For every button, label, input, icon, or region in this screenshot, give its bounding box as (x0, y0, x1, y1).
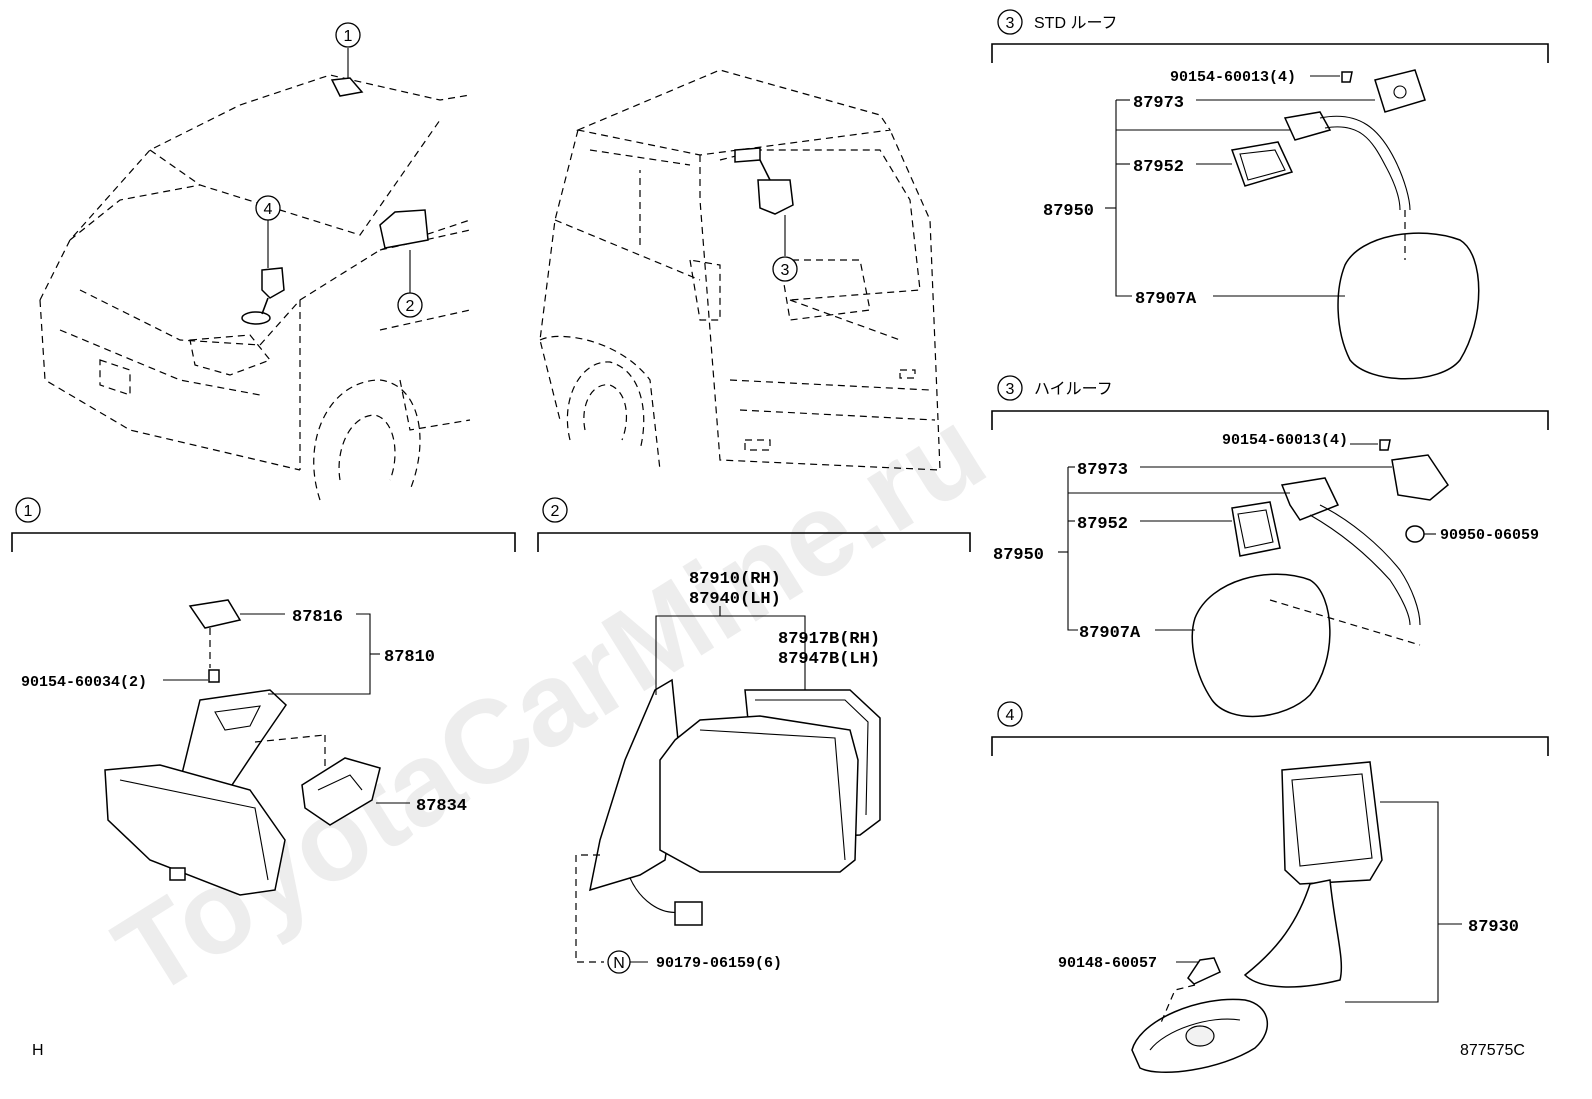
overview-callout-4: 4 (255, 195, 281, 268)
87834-cover-part (301, 757, 381, 826)
front-vehicle-illustration (39, 74, 471, 501)
section-3-std-title: STD ルーフ (1034, 15, 1118, 32)
section-1-number: 1 (24, 503, 33, 520)
87930-mirror-head (1281, 761, 1383, 885)
screw-90154-60013-high (1379, 439, 1391, 451)
part-87973-std: 87973 (1133, 94, 1184, 113)
part-87952-std: 87952 (1133, 158, 1184, 177)
section-4-number: 4 (1006, 707, 1015, 724)
87952-gasket-high (1231, 501, 1281, 557)
part-87952-high: 87952 (1077, 515, 1128, 534)
87952-gasket (1230, 141, 1294, 187)
87907A-mirror-head (1337, 232, 1480, 380)
section-3-std-number: 3 (1006, 15, 1015, 32)
mirror-arm-bracket-high (1280, 477, 1340, 521)
overview-callout-3: 3 (772, 215, 798, 282)
part-87930: 87930 (1468, 918, 1519, 937)
screw-90154-60013 (1341, 71, 1353, 83)
part-87810: 87810 (384, 648, 435, 667)
87973-cover-high (1391, 454, 1449, 501)
part-87907A-high: 87907A (1079, 624, 1141, 643)
section-1: 1 87816 87810 90154-60034(2) 87834 (11, 497, 516, 896)
svg-text:3: 3 (781, 262, 790, 279)
section-4: 4 87930 90148-60057 (991, 701, 1549, 1073)
part-87917B: 87917B(RH) (778, 630, 880, 649)
mirror-base (589, 678, 681, 892)
screw-90148-60057 (1187, 957, 1221, 985)
mirror-housing-87910 (659, 715, 859, 873)
87973-cover (1374, 69, 1426, 113)
part-90148-60057: 90148-60057 (1058, 955, 1157, 972)
87930-mirror-stem (1243, 879, 1343, 988)
svg-text:1: 1 (344, 28, 353, 45)
part-87907A-std: 87907A (1135, 290, 1197, 309)
part-90154-60034: 90154-60034(2) (21, 674, 147, 691)
part-87973-high: 87973 (1077, 461, 1128, 480)
section-2: 2 N 87910(RH) 87940(LH) 87917B(RH) 87947… (537, 497, 971, 974)
90950-grommet (1405, 525, 1425, 543)
part-90950-06059: 90950-06059 (1440, 527, 1539, 544)
part-87950-high: 87950 (993, 546, 1044, 565)
section-2-number: 2 (551, 503, 560, 520)
part-90154-60013-high: 90154-60013(4) (1222, 432, 1348, 449)
part-87834: 87834 (416, 797, 467, 816)
inner-mirror-body (104, 764, 286, 896)
87907A-mirror-head-high (1191, 573, 1331, 718)
part-87940: 87940(LH) (689, 590, 781, 609)
drawing-id: 877575C (1460, 1042, 1525, 1059)
part-87950-std: 87950 (1043, 202, 1094, 221)
screw-90154-60034 (208, 669, 220, 683)
part-87947B: 87947B(LH) (778, 650, 880, 669)
rear-vehicle-illustration (539, 69, 941, 471)
section-3-std-roof: 3 STD ルーフ 90154-60013(4) 87973 87952 879… (991, 9, 1549, 380)
footer-left-mark: H (32, 1042, 44, 1059)
part-87816: 87816 (292, 608, 343, 627)
mirror-connector (674, 901, 703, 926)
part-90154-60013-std: 90154-60013(4) (1170, 69, 1296, 86)
section-3-high-roof: 3 ハイルーフ 90154-60013(4) 87973 87952 90950… (991, 375, 1549, 718)
svg-text:4: 4 (264, 201, 273, 218)
mirror-arm-bracket (1283, 111, 1332, 141)
part-87910: 87910(RH) (689, 570, 781, 589)
overview-callout-2: 2 (397, 250, 423, 318)
part-90179-06159: 90179-06159(6) (656, 955, 782, 972)
n-symbol: N (613, 955, 625, 972)
87816-cover-part (188, 599, 242, 629)
overview-callout-1: 1 (335, 22, 361, 78)
section-3-high-number: 3 (1006, 381, 1015, 398)
section-3-high-title: ハイルーフ (1034, 381, 1113, 398)
svg-text:2: 2 (406, 298, 415, 315)
